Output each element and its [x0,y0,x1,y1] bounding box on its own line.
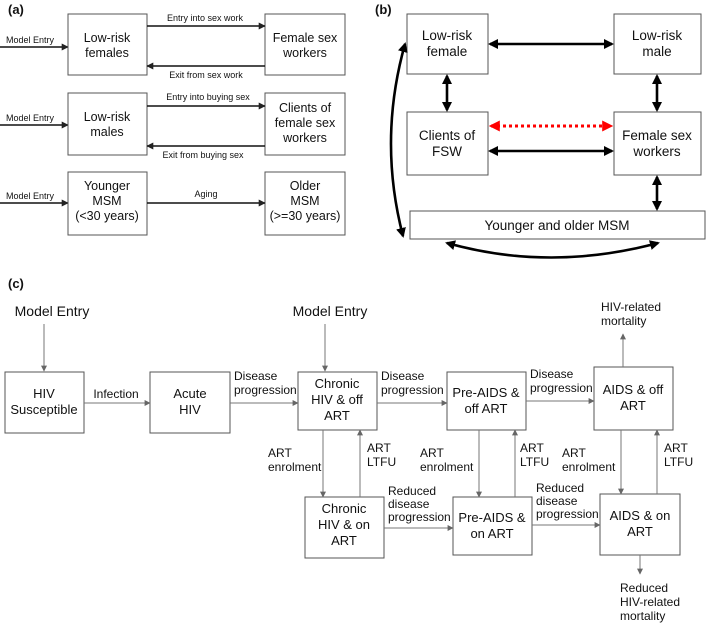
box-preaids-off-art: Pre-AIDS &off ART [446,371,527,431]
arrow-msm-self-curve [445,240,660,259]
exit-buying-label: Exit from buying sex [162,150,244,160]
panel-c-label: (c) [8,276,24,291]
exit-sex-work-label: Exit from sex work [169,70,243,80]
svg-text:Pre-AIDS &on ART: Pre-AIDS &on ART [458,510,526,541]
model-entry-left: Model Entry [15,303,90,319]
box-preaids-on-art: Pre-AIDS &on ART [452,496,533,556]
box-msm: Younger and older MSM [409,210,706,240]
aging-label: Aging [194,189,217,199]
svg-text:Younger and older MSM: Younger and older MSM [484,218,629,233]
entry-buying-label: Entry into buying sex [166,92,250,102]
model-entry-label: Model Entry [6,191,55,201]
infection-label: Infection [93,387,138,401]
model-entry-mid: Model Entry [293,303,368,319]
model-entry-label: Model Entry [6,35,55,45]
arrow-lrf-msm-curve [389,42,408,238]
svg-text:Pre-AIDS &off ART: Pre-AIDS &off ART [452,385,520,416]
model-entry-label: Model Entry [6,113,55,123]
entry-sex-work-label: Entry into sex work [167,13,244,23]
panel-b-label: (b) [375,2,392,17]
panel-a-label: (a) [8,2,24,17]
